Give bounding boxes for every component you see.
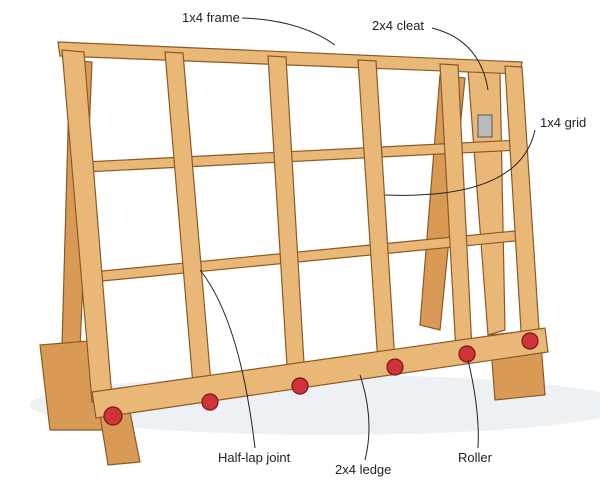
hinge [477,114,493,138]
grid-vertical [357,59,396,365]
grid-vertical [164,51,213,398]
roller [291,377,309,395]
leader-ledge [359,374,370,461]
roller [201,393,219,411]
cleat-post [467,69,506,336]
label-half-lap-joint: Half-lap joint [218,450,291,465]
leader-roller [467,359,479,449]
label-frame: 1x4 frame [182,10,240,25]
frame-stile-right [504,65,541,348]
leader-cleat [431,27,489,91]
label-grid: 1x4 grid [540,115,587,130]
roller [521,332,539,350]
leader-half-lap [199,269,256,449]
leader-frame [241,17,336,46]
grid-vertical [267,55,306,383]
label-ledge: 2x4 ledge [335,462,392,477]
leader-grid [384,129,536,196]
roller [458,345,476,363]
label-cleat: 2x4 cleat [372,18,425,33]
label-roller: Roller [458,450,492,465]
roller [103,406,123,426]
roller [386,358,404,376]
